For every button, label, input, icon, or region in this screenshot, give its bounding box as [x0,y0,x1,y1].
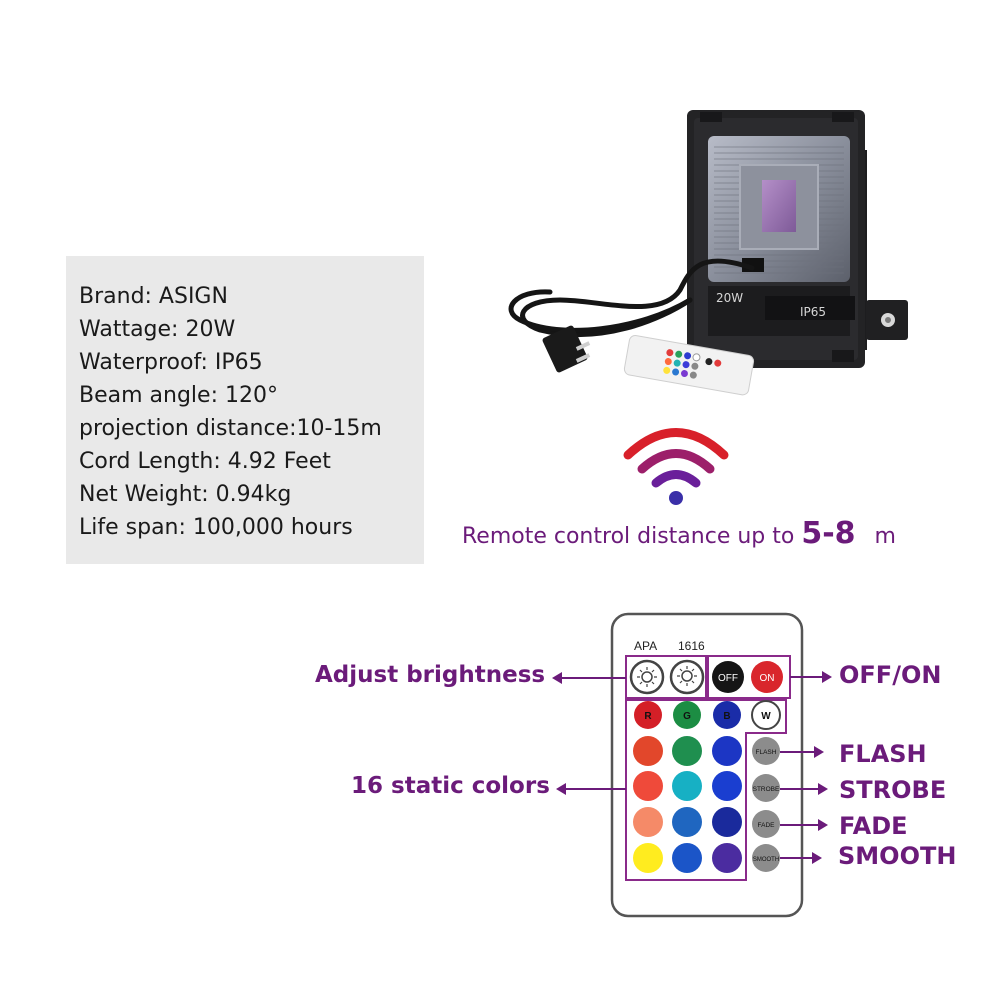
color-button [712,736,742,766]
remote-distance-prefix: Remote control distance up to [462,524,795,549]
remote-distance-caption: Remote control distance up to 5-8 m [462,516,982,560]
smooth-button: SMOOTH [752,844,780,872]
spec-waterproof: Waterproof: IP65 [79,350,263,375]
spec-projection-distance: projection distance:10-15m [79,416,382,441]
color-button [712,843,742,873]
wattage-label: 20W [716,291,743,305]
led-chip [762,180,796,232]
spec-beam-angle: Beam angle: 120° [79,383,278,408]
color-button [633,771,663,801]
blue-button: B [713,701,741,729]
remote-label-1616: 1616 [678,639,705,653]
callout-adjust-brightness: Adjust brightness [315,662,546,688]
off-button: OFF [712,661,744,693]
wireless-signal-icon [623,428,729,505]
color-button [712,771,742,801]
svg-text:OFF: OFF [718,673,738,684]
small-remote-image [623,334,755,396]
power-plug [542,325,591,373]
strobe-button: STROBE [752,774,780,802]
spec-panel: Brand: ASIGN Wattage: 20W Waterproof: IP… [66,256,424,564]
callout-fade: FADE [839,812,908,840]
color-button [712,807,742,837]
red-button: R [634,701,662,729]
spec-cord-length: Cord Length: 4.92 Feet [79,449,331,474]
callout-strobe: STROBE [839,776,947,804]
remote-diagram: APA 1616 OFF ON R [610,612,804,918]
svg-text:STROBE: STROBE [753,786,780,793]
green-button: G [673,701,701,729]
spec-net-weight: Net Weight: 0.94kg [79,482,292,507]
svg-text:R: R [644,711,652,722]
sun-small-icon [641,671,653,683]
color-group-frame [625,699,787,881]
svg-text:FADE: FADE [758,822,776,829]
callout-smooth: SMOOTH [838,842,957,870]
svg-text:B: B [723,711,730,722]
remote-label-apa: APA [634,639,657,653]
svg-text:G: G [683,711,691,722]
color-button [672,736,702,766]
spec-brand: Brand: ASIGN [79,284,228,309]
color-button [633,807,663,837]
power-cord [508,258,755,338]
callout-flash: FLASH [839,740,927,768]
svg-text:SMOOTH: SMOOTH [753,857,779,863]
callout-off-on: OFF/ON [839,661,942,689]
ip-rating-label: IP65 [800,305,826,319]
color-button [672,843,702,873]
color-button [633,736,663,766]
floodlight-image: 20W IP65 [687,110,908,368]
svg-text:W: W [761,711,771,722]
color-button [672,807,702,837]
callout-static-colors: 16 static colors [351,773,550,799]
spec-list: Brand: ASIGN Wattage: 20W Waterproof: IP… [66,256,424,544]
color-button [633,843,663,873]
remote-body [610,612,804,918]
spec-wattage: Wattage: 20W [79,317,236,342]
remote-distance-value: 5-8 [801,516,856,551]
fade-button: FADE [752,810,780,838]
callout-arrows [552,671,832,864]
brightness-up-button [669,659,705,695]
white-button: W [751,700,781,730]
spec-life-span: Life span: 100,000 hours [79,515,353,540]
on-button: ON [751,661,783,693]
sun-large-icon [681,670,693,682]
svg-text:ON: ON [760,673,775,684]
remote-distance-unit: m [874,524,896,549]
flash-button: FLASH [752,737,780,765]
brightness-down-button [629,659,665,695]
svg-text:FLASH: FLASH [756,749,777,756]
color-button [672,771,702,801]
